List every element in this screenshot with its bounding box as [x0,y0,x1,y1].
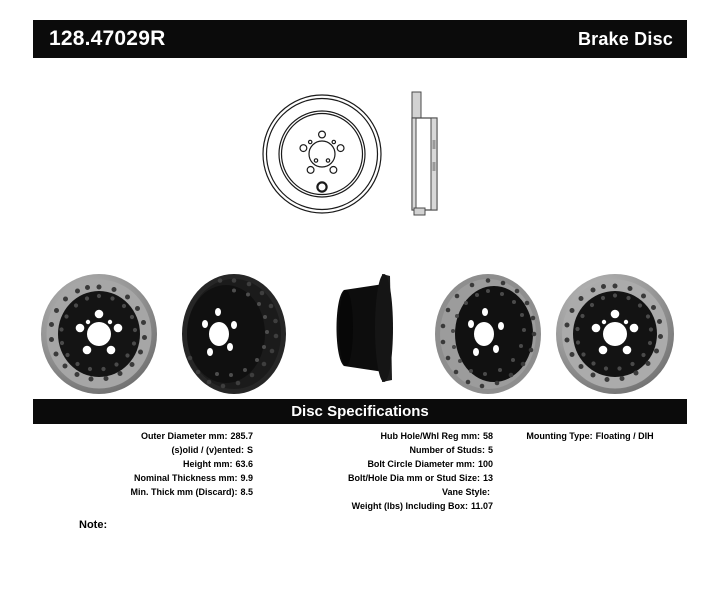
part-number: 128.47029R [49,27,166,50]
spec-row: Bolt Circle Diameter mm: 100 [253,457,493,471]
spec-row: Bolt/Hole Dia mm or Stud Size: 13 [253,471,493,485]
spec-label: Number of Studs: [409,445,485,455]
spec-row: Number of Studs: 5 [253,443,493,457]
spec-row: Min. Thick mm (Discard): 8.5 [33,485,253,499]
spec-value: 9.9 [240,473,253,483]
spec-value: 13 [482,473,493,483]
spec-label: Nominal Thickness mm: [133,473,238,483]
note-field: Note: [79,519,107,531]
spec-label: Height mm: [182,459,233,469]
spec-column-right: Mounting Type: Floating / DIH [493,429,687,513]
spec-row: Outer Diameter mm: 285.7 [33,429,253,443]
disc-specifications-bar: Disc Specifications [33,399,687,424]
spec-row: Hub Hole/Whl Reg mm: 58 [253,429,493,443]
spec-label: Min. Thick mm (Discard): [130,487,238,497]
spec-value: Floating / DIH [595,431,654,441]
product-type: Brake Disc [577,28,673,49]
product-photo-row [0,272,720,398]
spec-label: Mounting Type: [526,431,593,441]
rotor-front-drilled-photo [41,274,157,394]
spec-label: Outer Diameter mm: [140,431,228,441]
spec-label: (s)olid / (v)ented: [171,445,244,455]
spec-value: 58 [482,431,493,441]
spec-value: 285.7 [230,431,253,441]
spec-value: 63.6 [235,459,253,469]
line-drawing-row [0,84,720,234]
spec-row: Vane Style: [253,485,493,499]
spec-value: S [246,445,253,455]
rotor-edge-profile-photo [336,274,393,382]
rotor-cross-section-line-drawing [411,91,438,216]
spec-row: Mounting Type: Floating / DIH [493,429,687,443]
spec-row: (s)olid / (v)ented: S [33,443,253,457]
spec-label: Vane Style: [441,487,490,497]
spec-value: 100 [477,459,493,469]
spec-label: Hub Hole/Whl Reg mm: [380,431,480,441]
rotor-angled-right-photo [435,274,541,394]
spec-label: Bolt/Hole Dia mm or Stud Size: [347,473,480,483]
rotor-face-line-drawing [262,94,382,214]
rotor-rear-drilled-photo [556,274,674,394]
header-bar: 128.47029R Brake Disc [33,20,687,58]
spec-value: 8.5 [240,487,253,497]
rotor-angled-left-photo [182,274,286,394]
spec-column-middle: Hub Hole/Whl Reg mm: 58 Number of Studs:… [253,429,493,513]
spec-column-left: Outer Diameter mm: 285.7 (s)olid / (v)en… [33,429,253,513]
spec-label: Weight (lbs) Including Box: [351,501,468,511]
spec-row: Weight (lbs) Including Box: 11.07 [253,499,493,513]
spec-value: 11.07 [470,501,493,511]
specifications-table: Outer Diameter mm: 285.7 (s)olid / (v)en… [33,429,687,513]
disc-specifications-title: Disc Specifications [291,403,429,420]
spec-row: Height mm: 63.6 [33,457,253,471]
spec-row: Nominal Thickness mm: 9.9 [33,471,253,485]
spec-label: Bolt Circle Diameter mm: [367,459,475,469]
note-label: Note: [79,519,108,531]
spec-value: 5 [487,445,493,455]
